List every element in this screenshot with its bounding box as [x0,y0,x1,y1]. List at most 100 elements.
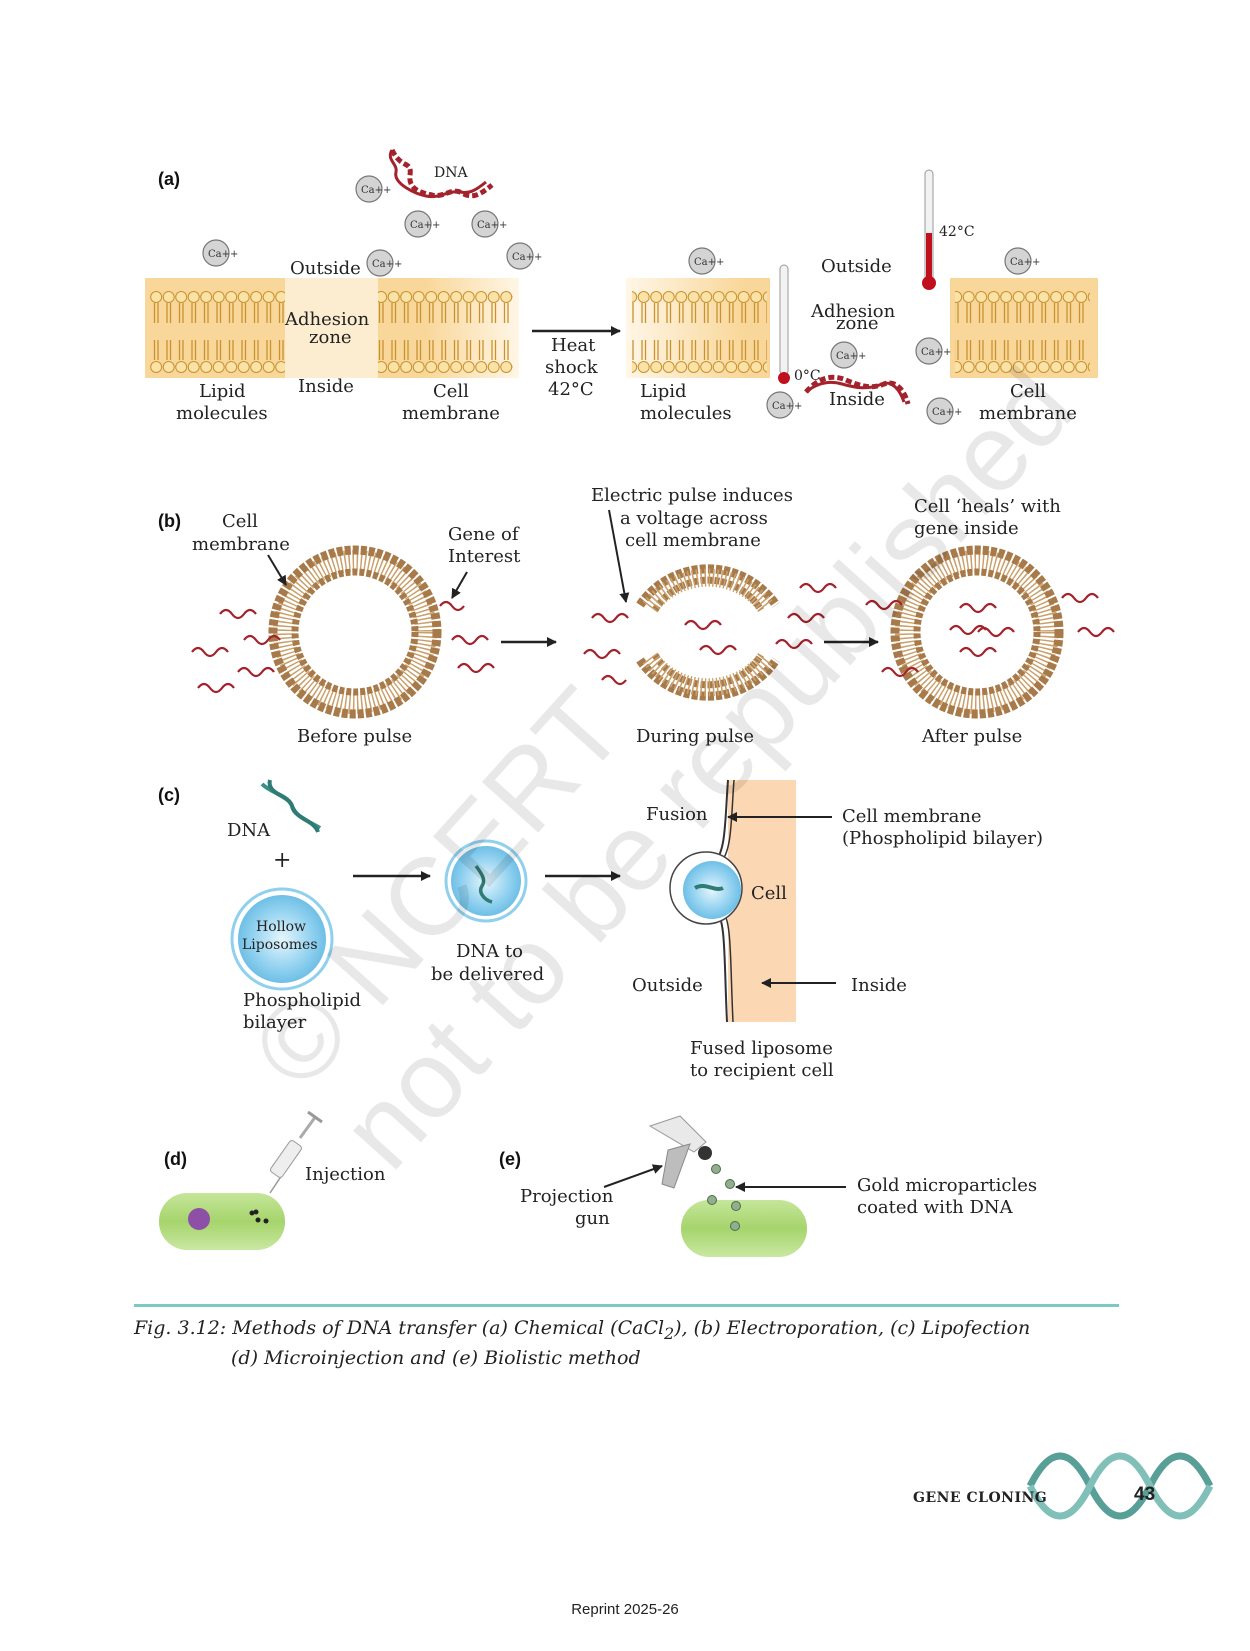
inside-label-left: Inside [298,376,354,397]
adhesion-label-right: Adhesion [811,301,896,322]
outside-label-right: Outside [821,256,892,277]
panel-c-label: (c) [158,785,180,805]
dna-label-c: DNA [227,820,271,841]
cell-label-b: Cell [222,511,258,532]
zone-label-right: zone [836,313,879,334]
pointer-gene [451,571,468,599]
page-number: 43 [1134,1484,1156,1505]
dna-helix-footer-icon [1026,1452,1214,1520]
figure-caption: Fig. 3.12: Methods of DNA transfer (a) C… [134,1316,1030,1370]
after-pulse-label: After pulse [922,726,1023,747]
pointer-cell-membrane [267,554,287,586]
calcium-ion-label: Ca++ [512,252,542,263]
chapter-title: GENE CLONING [913,1490,1048,1506]
nucleus [188,1208,210,1230]
panel-e-graphics [603,1115,846,1257]
caption-divider [134,1304,1119,1307]
projection-gun-icon [648,1115,712,1189]
calcium-ion-label: Ca++ [372,259,402,270]
calcium-ion-label: Ca++ [1010,257,1040,268]
cell-injection [159,1193,285,1250]
heals-line1: Cell ‘heals’ with [914,496,1061,517]
panel-d-graphics [159,1110,323,1250]
thermometer-low-icon [778,264,790,384]
cell-during-pulse-top [636,564,780,608]
temp-low-label: 0°C [794,368,821,384]
caption-line1-a: Fig. 3.12: Methods of DNA transfer (a) C… [134,1317,665,1339]
calcium-ion-label: Ca++ [361,185,391,196]
cell-membrane-label-c: Cell membrane [842,806,982,827]
bilayer-label: bilayer [243,1012,307,1033]
inside-label-right: Inside [829,389,885,410]
panel-d-label: (d) [164,1149,187,1169]
dna-helix-icon [260,779,322,833]
calcium-ion-label: Ca++ [410,220,440,231]
temp-high-label: 42°C [939,224,975,240]
before-pulse-label: Before pulse [297,726,413,747]
panel-b-graphics [191,509,1115,719]
cell-label-c: Cell [751,883,787,904]
gene-fragments [191,582,1115,694]
molecules-label-left: molecules [176,403,268,424]
gene-of-label: Gene of [448,524,519,545]
gold-label: Gold microparticles [857,1175,1038,1196]
calcium-ions [202,175,1032,425]
calcium-ion-label: Ca++ [477,220,507,231]
cell-label-right: Cell [1010,381,1046,402]
shock-label: shock [545,357,598,378]
outside-label-left: Outside [290,258,361,279]
coated-label: coated with DNA [857,1197,1013,1218]
calcium-ion-label: Ca++ [932,407,962,418]
lipid-label-left: Lipid [199,381,246,402]
fusion-label: Fusion [646,804,708,825]
heat-temp-label: 42°C [548,379,594,400]
panel-a-label: (a) [158,169,180,189]
reprint-note: Reprint 2025-26 [571,1601,679,1618]
zone-label-left: zone [309,327,352,348]
heals-line2: gene inside [914,518,1019,539]
gold-microparticles [707,1164,741,1231]
caption-line1-b: ), (b) Electroporation, (c) Lipofection [674,1317,1031,1339]
interest-label: Interest [448,546,521,567]
lipid-bilayer-left [150,281,285,376]
cell-before-pulse [273,550,437,714]
phospholipid-label: Phospholipid [243,990,362,1011]
cell-during-pulse-bottom [636,657,780,701]
panel-a-graphics [145,148,1098,425]
pointer-projection-gun [603,1164,663,1188]
fused-liposome-label: Fused liposome [690,1038,833,1059]
panel-b-label: (b) [158,511,181,531]
during-pulse-label: During pulse [636,726,754,747]
dna-label-a: DNA [434,165,468,181]
projection-label: Projection [520,1186,614,1207]
caption-subscript: 2 [664,1323,675,1343]
calcium-ion-label: Ca++ [772,401,802,412]
plus-sign: + [273,848,292,873]
pulse-line1: Electric pulse induces [591,485,793,506]
panel-c-graphics [230,779,836,1023]
membrane-label-left: membrane [402,403,500,424]
lipid-label-right: Lipid [640,381,687,402]
membrane-label-right: membrane [979,403,1077,424]
recipient-cell-label: to recipient cell [690,1060,834,1081]
pulse-line2: a voltage across [620,508,768,529]
syringe-icon [269,1110,323,1194]
caption-line2: (d) Microinjection and (e) Biolistic met… [231,1346,641,1369]
inside-label-c: Inside [851,975,907,996]
lipid-bilayer-left-2 [378,281,513,376]
phospholipid-bilayer-label-c: (Phospholipid bilayer) [842,828,1044,849]
heat-label: Heat [551,335,596,356]
calcium-ion-label: Ca++ [836,351,866,362]
pulse-line3: cell membrane [625,530,761,551]
pointer-electric-pulse [608,509,630,603]
hollow-label: Hollow [256,919,307,935]
dna-to-label: DNA to [456,941,523,962]
lipid-bilayer-right-2 [955,281,1090,376]
calcium-ion-label: Ca++ [694,257,724,268]
be-delivered-label: be delivered [431,964,545,985]
panel-e-label: (e) [499,1149,521,1169]
adhesion-label-left: Adhesion [285,309,370,330]
dna-strand-inside [804,374,911,405]
